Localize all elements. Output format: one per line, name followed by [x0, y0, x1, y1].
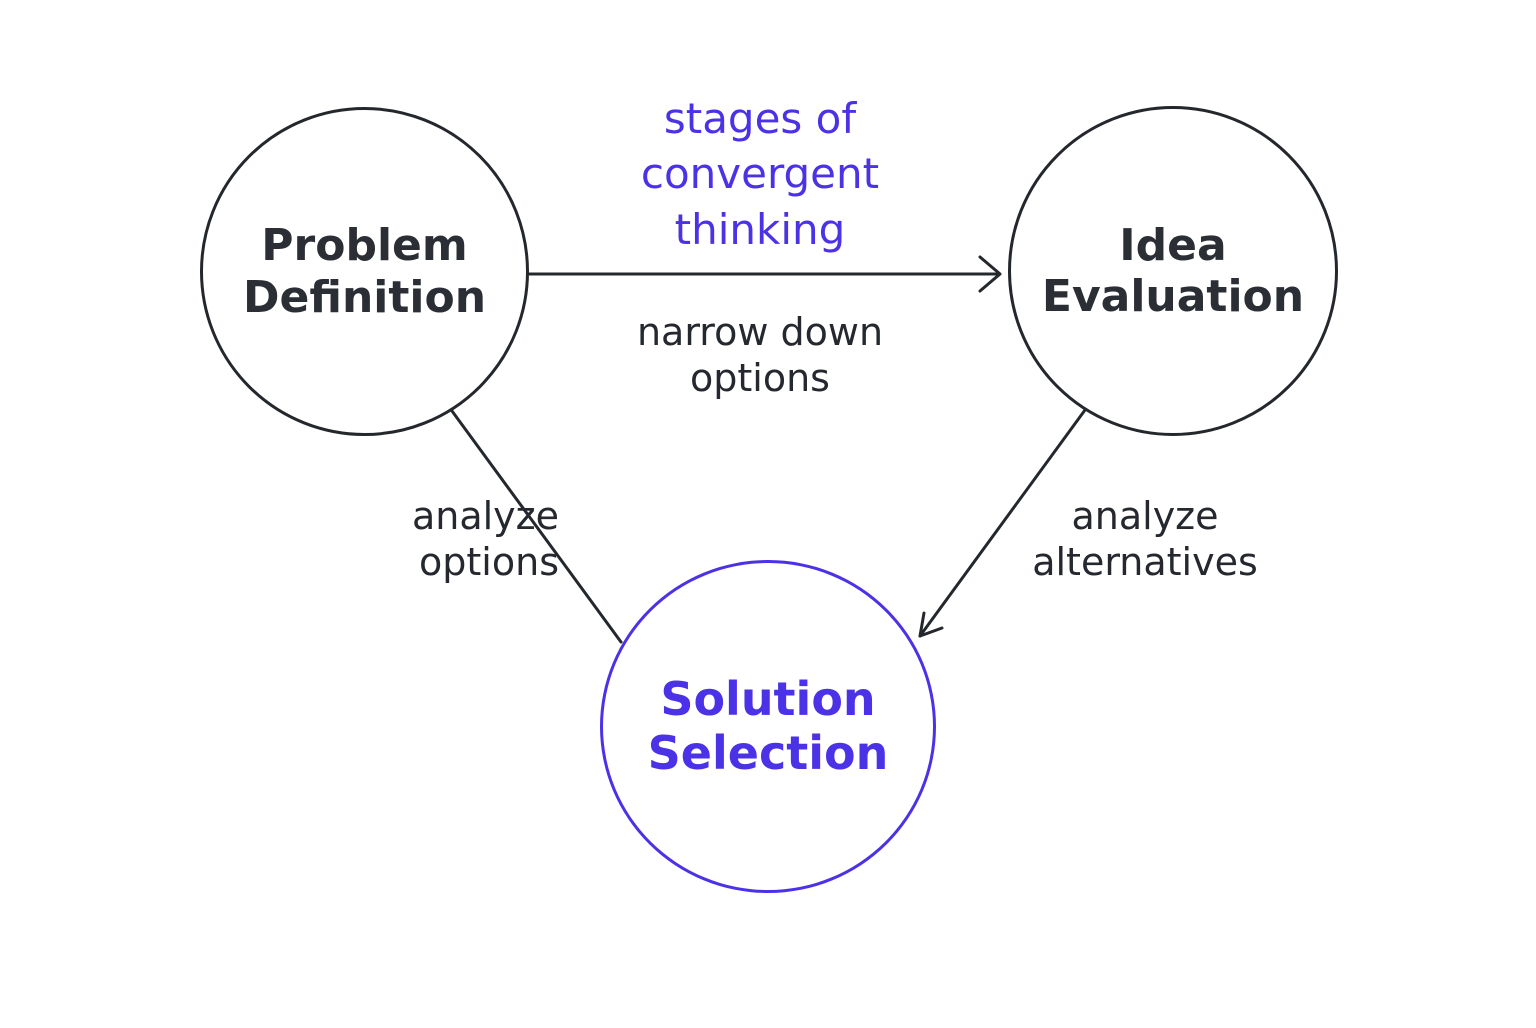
edge-label-right: analyze alternatives — [1032, 494, 1258, 584]
arrowhead-to-solution — [918, 611, 944, 638]
edge-label-left: analyze options — [411, 494, 559, 584]
diagram-title: stages of convergent thinking — [640, 94, 880, 254]
connector-idea-to-solution — [918, 408, 1087, 638]
arrowhead-to-idea — [978, 255, 1002, 293]
edge-label-top: narrow down options — [636, 310, 884, 400]
connector-problem-to-solution — [450, 409, 623, 644]
node-problem-definition: Problem Definition — [200, 107, 529, 436]
node-idea-evaluation: Idea Evaluation — [1008, 106, 1338, 436]
node-solution-selection: Solution Selection — [600, 560, 936, 893]
